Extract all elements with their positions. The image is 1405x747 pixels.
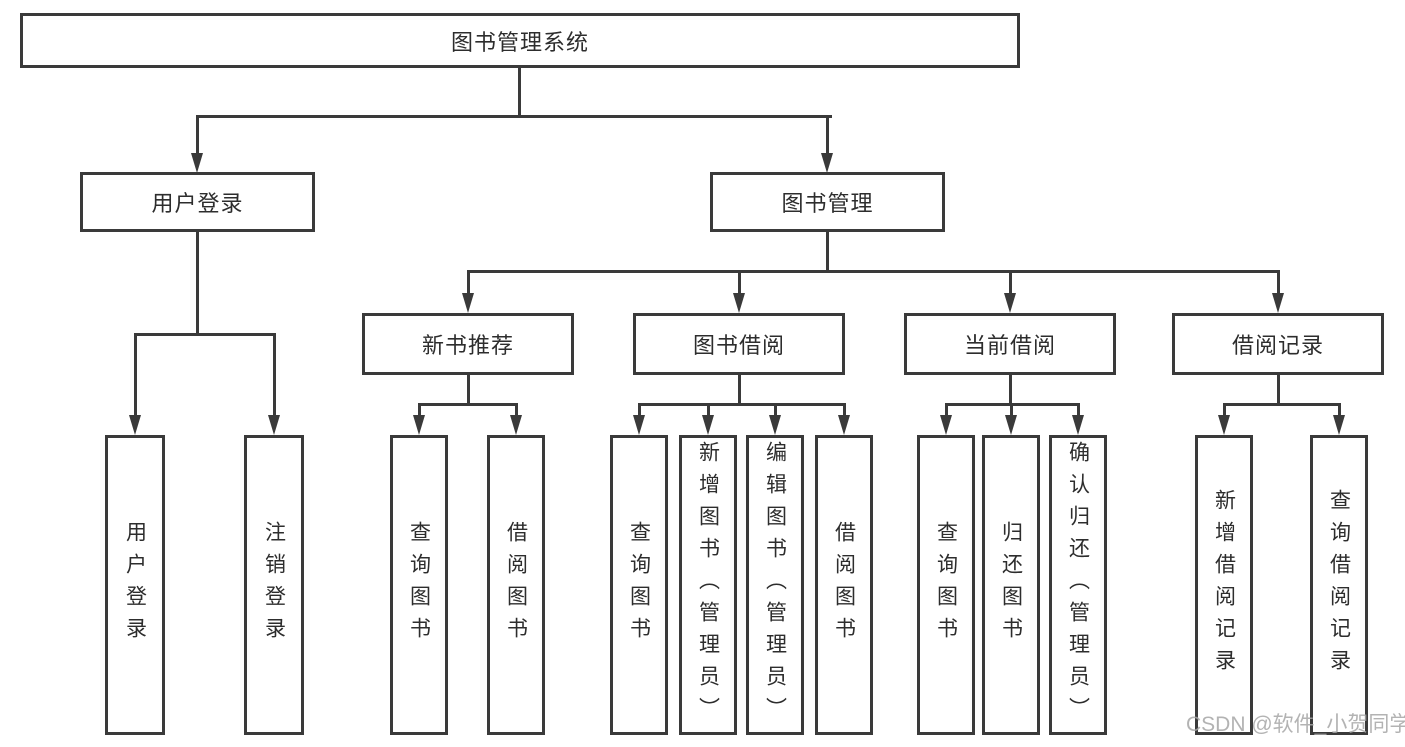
connector-line xyxy=(638,403,641,417)
arrow-down-icon xyxy=(413,415,425,435)
arrow-down-icon xyxy=(821,153,833,173)
arrow-down-icon xyxy=(838,415,850,435)
connector-line xyxy=(1338,403,1341,417)
arrow-down-icon xyxy=(1072,415,1084,435)
connector-line xyxy=(418,403,518,406)
leaf-recommend-borrow-books: 借阅图书 xyxy=(487,435,545,735)
leaf-label: 查询借阅记录 xyxy=(1327,489,1351,681)
leaf-add-books-admin: 新增图书（管理员） xyxy=(679,435,737,735)
leaf-label: 编辑图书（管理员） xyxy=(763,441,787,729)
leaf-label: 查询图书 xyxy=(407,521,431,649)
arrow-down-icon xyxy=(633,415,645,435)
node-label: 图书管理系统 xyxy=(450,29,589,55)
connector-line xyxy=(273,333,276,417)
connector-line xyxy=(196,115,832,118)
connector-line xyxy=(1277,270,1280,295)
csdn-watermark: CSDN @软件_小贺同学 xyxy=(1186,713,1405,736)
arrow-down-icon xyxy=(733,293,745,313)
node-label: 图书借阅 xyxy=(692,333,785,358)
leaf-label: 新增借阅记录 xyxy=(1212,489,1236,681)
leaf-label: 查询图书 xyxy=(627,521,651,649)
connector-line xyxy=(1223,403,1226,417)
connector-line xyxy=(1010,403,1013,417)
node-label: 图书管理 xyxy=(781,191,874,216)
leaf-query-borrow-record: 查询借阅记录 xyxy=(1310,435,1368,735)
connector-line xyxy=(515,403,518,417)
node-label: 用户登录 xyxy=(151,191,244,216)
leaf-user-login: 用户登录 xyxy=(105,435,165,735)
connector-line xyxy=(134,333,137,417)
arrow-down-icon xyxy=(268,415,280,435)
leaf-return-books: 归还图书 xyxy=(982,435,1040,735)
node-borrowing-records: 借阅记录 xyxy=(1172,313,1384,375)
node-library-management-system: 图书管理系统 xyxy=(20,13,1020,68)
leaf-current-query-books: 查询图书 xyxy=(917,435,975,735)
connector-line xyxy=(196,115,199,155)
node-label: 当前借阅 xyxy=(963,333,1056,358)
arrow-down-icon xyxy=(129,415,141,435)
leaf-label: 借阅图书 xyxy=(832,521,856,649)
arrow-down-icon xyxy=(1272,293,1284,313)
connector-line xyxy=(518,68,521,118)
leaf-confirm-return-admin: 确认归还（管理员） xyxy=(1049,435,1107,735)
connector-line xyxy=(1277,375,1280,406)
connector-line xyxy=(196,232,199,336)
connector-line xyxy=(467,270,470,295)
leaf-label: 新增图书（管理员） xyxy=(696,441,720,729)
arrow-down-icon xyxy=(462,293,474,313)
connector-line xyxy=(418,403,421,417)
leaf-edit-books-admin: 编辑图书（管理员） xyxy=(746,435,804,735)
leaf-label: 确认归还（管理员） xyxy=(1066,441,1090,729)
leaf-recommend-query-books: 查询图书 xyxy=(390,435,448,735)
connector-line xyxy=(467,270,1280,273)
node-label: 借阅记录 xyxy=(1231,333,1324,358)
leaf-label: 查询图书 xyxy=(934,521,958,649)
node-user-login: 用户登录 xyxy=(80,172,315,232)
leaf-borrow-query-books: 查询图书 xyxy=(610,435,668,735)
connector-line xyxy=(1009,375,1012,406)
leaf-label: 注销登录 xyxy=(262,521,286,649)
connector-line xyxy=(1223,403,1341,406)
connector-line xyxy=(826,115,829,155)
node-current-borrowing: 当前借阅 xyxy=(904,313,1116,375)
connector-line xyxy=(707,403,710,417)
node-book-management: 图书管理 xyxy=(710,172,945,232)
connector-line xyxy=(826,232,829,273)
connector-line xyxy=(1009,270,1012,295)
connector-line xyxy=(1077,403,1080,417)
arrow-down-icon xyxy=(702,415,714,435)
connector-line xyxy=(843,403,846,417)
arrow-down-icon xyxy=(1333,415,1345,435)
leaf-add-borrow-record: 新增借阅记录 xyxy=(1195,435,1253,735)
leaf-label: 用户登录 xyxy=(123,521,147,649)
arrow-down-icon xyxy=(1005,415,1017,435)
node-book-borrowing: 图书借阅 xyxy=(633,313,845,375)
arrow-down-icon xyxy=(940,415,952,435)
leaf-label: 借阅图书 xyxy=(504,521,528,649)
leaf-label: 归还图书 xyxy=(999,521,1023,649)
connector-line xyxy=(638,403,846,406)
connector-line xyxy=(738,270,741,295)
connector-line xyxy=(945,403,948,417)
arrow-down-icon xyxy=(1218,415,1230,435)
arrow-down-icon xyxy=(1004,293,1016,313)
arrow-down-icon xyxy=(510,415,522,435)
connector-line xyxy=(738,375,741,406)
arrow-down-icon xyxy=(191,153,203,173)
node-new-book-recommendation: 新书推荐 xyxy=(362,313,574,375)
arrow-down-icon xyxy=(769,415,781,435)
leaf-logout: 注销登录 xyxy=(244,435,304,735)
connector-line xyxy=(774,403,777,417)
connector-line xyxy=(134,333,276,336)
node-label: 新书推荐 xyxy=(421,333,514,358)
connector-line xyxy=(467,375,470,406)
leaf-borrow-borrow-books: 借阅图书 xyxy=(815,435,873,735)
